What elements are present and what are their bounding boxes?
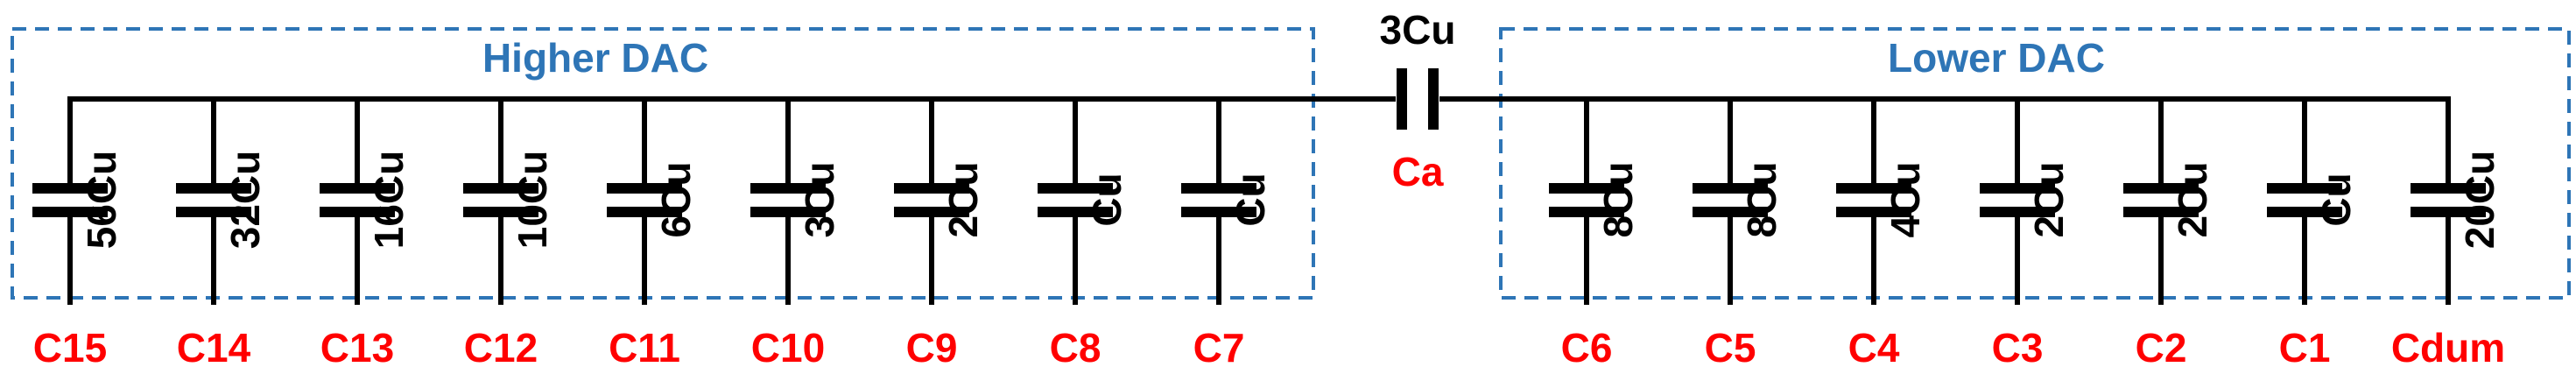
capacitor-c7-name: C7 (1193, 325, 1245, 370)
capacitor-cdum-value: 20Cu (2457, 151, 2502, 249)
capacitor-c6-name: C6 (1561, 325, 1613, 370)
capacitor-c9-name: C9 (906, 325, 958, 370)
capacitor-c14-value: 32Cu (222, 151, 268, 249)
capacitor-c15-value: 56Cu (79, 151, 124, 249)
bridge-capacitor-name: Ca (1392, 149, 1444, 194)
capacitor-c10-value: 3Cu (797, 162, 842, 238)
capacitor-c8-value: Cu (1084, 173, 1130, 226)
lower-dac-title: Lower DAC (1888, 35, 2105, 81)
capacitor-c2-name: C2 (2136, 325, 2187, 370)
capacitor-c13-name: C13 (320, 325, 394, 370)
bridge-capacitor: 3Cu Ca (67, 7, 2451, 194)
capacitor-c8-name: C8 (1050, 325, 1101, 370)
capacitor-c9-value: 2Cu (940, 162, 986, 238)
capacitor-c12-value: 10Cu (510, 151, 555, 249)
capacitor-c6-value: 8Cu (1595, 162, 1641, 238)
capacitor-c4-name: C4 (1848, 325, 1900, 370)
capacitor-c10-name: C10 (751, 325, 825, 370)
capacitor-c13-value: 16Cu (366, 151, 412, 249)
capacitor-c14-name: C14 (177, 325, 251, 370)
capacitor-c5-name: C5 (1705, 325, 1756, 370)
bridge-capacitor-value: 3Cu (1380, 7, 1456, 53)
lower-dac-box (1499, 27, 2571, 300)
capacitor-c1-name: C1 (2279, 325, 2331, 370)
capacitor-c11-value: 6Cu (653, 162, 699, 238)
capacitor-c4-value: 4Cu (1883, 162, 1928, 238)
capacitor-cdum-name: Cdum (2391, 325, 2505, 370)
capacitor-c7-value: Cu (1228, 173, 1273, 226)
capacitor-c5-value: 8Cu (1739, 162, 1784, 238)
capacitor-c1-value: Cu (2313, 173, 2359, 226)
capacitor-c3-value: 2Cu (2026, 162, 2072, 238)
capacitor-c2-value: 2Cu (2170, 162, 2215, 238)
capacitor-c15-name: C15 (33, 325, 107, 370)
higher-dac-box (11, 27, 1315, 300)
capacitor-c11-name: C11 (609, 325, 680, 370)
capacitor-c12-name: C12 (464, 325, 538, 370)
higher-dac-title: Higher DAC (482, 35, 708, 81)
capacitor-c3-name: C3 (1992, 325, 2044, 370)
